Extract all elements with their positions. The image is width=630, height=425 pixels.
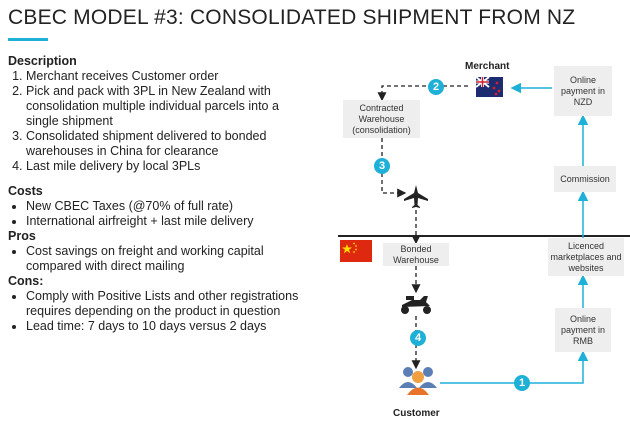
- china-flag-icon: [340, 240, 372, 262]
- licenced-marketplaces-box: Licenced marketplaces and websites: [548, 238, 624, 276]
- step-badge-4: 4: [410, 330, 426, 346]
- cons-item: Comply with Positive Lists and other reg…: [26, 289, 308, 319]
- description-item: Last mile delivery by local 3PLs: [26, 159, 308, 174]
- description-item: Merchant receives Customer order: [26, 69, 308, 84]
- step-badge-3: 3: [374, 158, 390, 174]
- page-title: CBEC MODEL #3: CONSOLIDATED SHIPMENT FRO…: [8, 6, 576, 29]
- step-badge-2: 2: [428, 79, 444, 95]
- cons-heading: Cons:: [8, 274, 44, 288]
- description-list: Merchant receives Customer order Pick an…: [8, 69, 308, 174]
- online-payment-nzd-box: Online payment in NZD: [554, 66, 612, 116]
- description-item: Pick and pack with 3PL in New Zealand wi…: [26, 84, 308, 129]
- description-item: Consolidated shipment delivered to bonde…: [26, 129, 308, 159]
- pros-list: Cost savings on freight and working capi…: [8, 244, 308, 274]
- cons-list: Comply with Positive Lists and other reg…: [8, 289, 308, 334]
- online-payment-rmb-box: Online payment in RMB: [555, 308, 611, 352]
- step-badge-1: 1: [514, 375, 530, 391]
- pros-heading: Pros: [8, 229, 36, 243]
- arrow-warehouse-plane: [381, 138, 407, 198]
- costs-heading: Costs: [8, 184, 43, 198]
- bonded-warehouse-box: Bonded Warehouse: [383, 243, 449, 266]
- text-panel: Description Merchant receives Customer o…: [8, 54, 308, 334]
- pros-item: Cost savings on freight and working capi…: [26, 244, 308, 274]
- costs-list: New CBEC Taxes (@70% of full rate) Inter…: [8, 199, 308, 229]
- costs-item: New CBEC Taxes (@70% of full rate): [26, 199, 308, 214]
- scooter-icon: [401, 296, 431, 314]
- title-underline: [8, 38, 48, 41]
- description-heading: Description: [8, 54, 77, 68]
- cons-item: Lead time: 7 days to 10 days versus 2 da…: [26, 319, 308, 334]
- commission-box: Commission: [554, 166, 616, 192]
- merchant-label: Merchant: [465, 61, 510, 72]
- costs-item: International airfreight + last mile del…: [26, 214, 308, 229]
- customer-group-icon: [399, 367, 437, 395]
- nz-flag-icon: [475, 76, 503, 97]
- customer-label: Customer: [393, 408, 440, 419]
- contracted-warehouse-box: Contracted Warehouse (consolidation): [343, 100, 420, 138]
- arrow-merchant-warehouse: [377, 85, 468, 102]
- arrow-customer-payment: [440, 350, 589, 384]
- airplane-icon: [404, 185, 428, 208]
